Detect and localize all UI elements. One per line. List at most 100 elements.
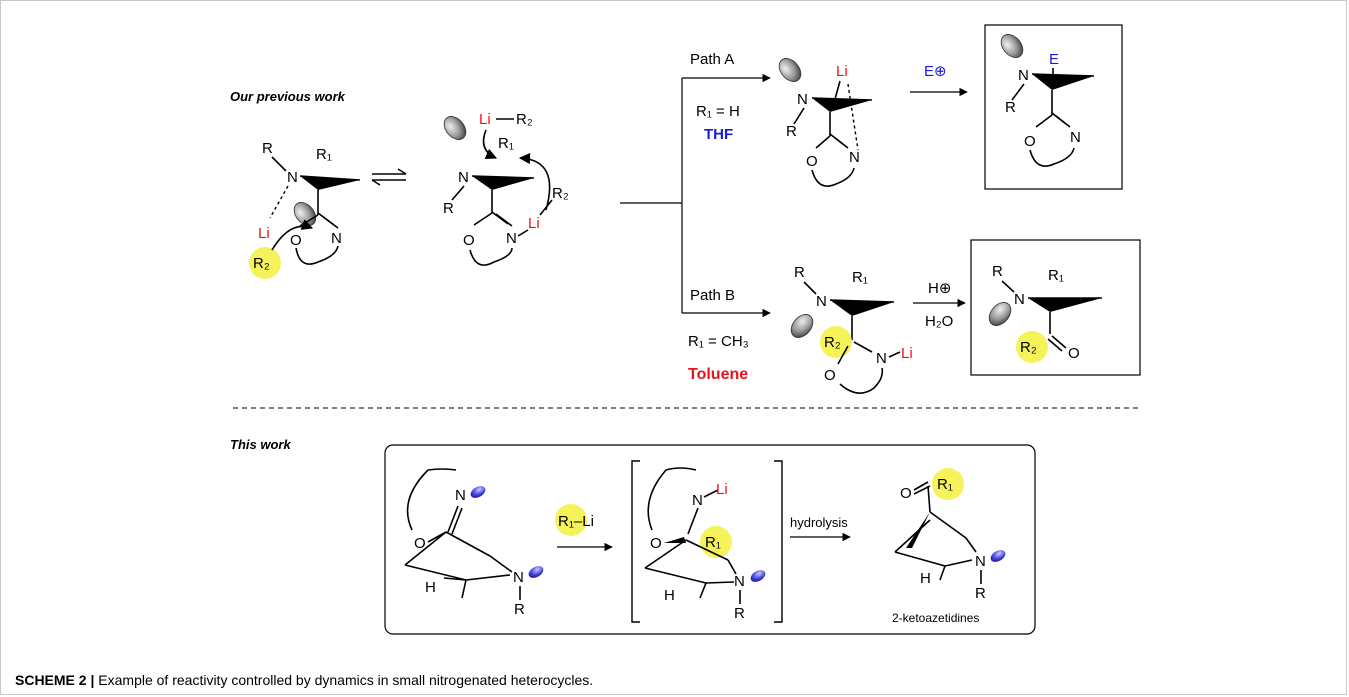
path-b-solvent: Toluene [688, 366, 748, 383]
branch-lines [620, 73, 771, 318]
atom-n: N [692, 492, 703, 509]
atom-n: N [816, 293, 827, 310]
step-hydrolysis: hydrolysis [790, 515, 848, 530]
atom-r: R [262, 140, 273, 157]
coordination-dashes [269, 185, 289, 219]
intermediate-path-a: N R Li O N [778, 58, 873, 187]
atom-r: R [1005, 99, 1016, 116]
atom-h: H [664, 587, 675, 604]
product-name: 2-ketoazetidines [892, 611, 979, 625]
caption-text: Example of reactivity controlled by dyna… [98, 672, 594, 688]
atom-r2: R₂ [516, 111, 533, 128]
coordination-dashes [847, 83, 859, 151]
path-b-label: Path B [690, 287, 735, 304]
highlight-r2 [1016, 331, 1048, 363]
atom-r1: R₁ [705, 534, 721, 551]
atom-r2: R₂ [253, 255, 270, 272]
aziridine-ring [830, 300, 894, 316]
path-a-solvent: THF [704, 126, 733, 143]
atom-o: O [900, 485, 912, 502]
atom-r2: R₂ [824, 334, 841, 351]
atom-o: O [1024, 133, 1036, 150]
intermediate-bracketed: O N Li R₁ H N R [631, 460, 783, 623]
path-a-reagent: E⊕ [924, 63, 947, 80]
atom-o: O [650, 535, 662, 552]
reagent-r1-li: R₁–Li [558, 513, 594, 530]
path-b-reagent-water: H₂O [925, 313, 953, 330]
lone-pair-icon [988, 302, 1012, 326]
highlight-r2 [820, 326, 852, 358]
lone-pair-icon [750, 570, 766, 582]
atom-li: Li [479, 111, 491, 128]
atom-r1: R₁ [937, 476, 953, 493]
product-path-b: R N R₁ O R₂ [970, 239, 1141, 376]
product-ketoazetidine: O R₁ H N R 2-ketoazetidines [892, 468, 1006, 625]
lone-pair-icon [293, 202, 317, 226]
lone-pair-icon [790, 314, 814, 338]
atom-n: N [876, 350, 887, 367]
atom-li: Li [836, 63, 848, 80]
atom-n: N [506, 230, 517, 247]
atom-o: O [290, 232, 302, 249]
reaction-scheme: Our previous work This work R N R₁ O N L… [230, 24, 1141, 635]
highlight-r2 [249, 247, 281, 279]
aziridine-ring [1032, 74, 1094, 90]
lone-pair-icon [528, 566, 544, 578]
lone-pair-icon [990, 550, 1006, 562]
path-b-condition: R₁ = CH₃ [688, 333, 749, 350]
atom-r: R [514, 601, 525, 618]
atom-li: Li [901, 345, 913, 362]
path-a-condition: R₁ = H [696, 103, 740, 120]
molecule-azetidine-start: O N H N R [404, 468, 544, 618]
atom-o: O [414, 535, 426, 552]
atom-n: N [331, 230, 342, 247]
atom-n: N [287, 169, 298, 186]
lone-pair-icon [443, 116, 467, 140]
atom-r2: R₂ [552, 185, 569, 202]
atom-r: R [443, 200, 454, 217]
atom-e: E [1049, 51, 1059, 68]
atom-o: O [824, 367, 836, 384]
atom-li: Li [258, 225, 270, 242]
atom-r: R [734, 605, 745, 622]
lone-pair-icon [778, 58, 802, 82]
equilibrium-arrows [371, 168, 407, 186]
highlight-r1 [932, 468, 964, 500]
atom-r: R [975, 585, 986, 602]
atom-r: R [786, 123, 797, 140]
aziridine-ring [472, 176, 534, 190]
atom-n: N [849, 149, 860, 166]
atom-n: N [458, 169, 469, 186]
this-work-box [384, 444, 1036, 635]
atom-h: H [920, 570, 931, 587]
atom-n: N [975, 553, 986, 570]
atom-o: O [1068, 345, 1080, 362]
product-path-a: N R E O N [984, 24, 1123, 190]
aziridine-ring [812, 98, 872, 112]
intermediate-path-b: R N R₁ R₂ O N Li [790, 264, 913, 394]
atom-n: N [455, 487, 466, 504]
caption-number: SCHEME 2 | [15, 672, 95, 688]
atom-r1: R₁ [1048, 267, 1064, 284]
path-a-label: Path A [690, 51, 734, 68]
lone-pair-icon [470, 486, 486, 498]
atom-r1: R₁ [498, 135, 514, 152]
lone-pair-icon [1000, 34, 1024, 58]
atom-n: N [1014, 291, 1025, 308]
path-b-reagent-acid: H⊕ [928, 280, 951, 297]
atom-li: Li [716, 481, 728, 498]
molecule-complex: Li R₂ R₁ N R O N Li R₂ [443, 111, 569, 266]
atom-r2: R₂ [1020, 339, 1037, 356]
atom-o: O [806, 153, 818, 170]
molecule-start: R N R₁ O N Li R₂ [249, 140, 361, 279]
aziridine-ring [1028, 298, 1102, 312]
atom-h: H [425, 579, 436, 596]
highlight-r1 [555, 504, 587, 536]
wedge-bond [664, 537, 686, 543]
section-title-previous: Our previous work [230, 89, 346, 104]
section-title-this-work: This work [230, 437, 291, 452]
atom-n: N [1070, 129, 1081, 146]
atom-n: N [513, 569, 524, 586]
atom-n: N [797, 91, 808, 108]
